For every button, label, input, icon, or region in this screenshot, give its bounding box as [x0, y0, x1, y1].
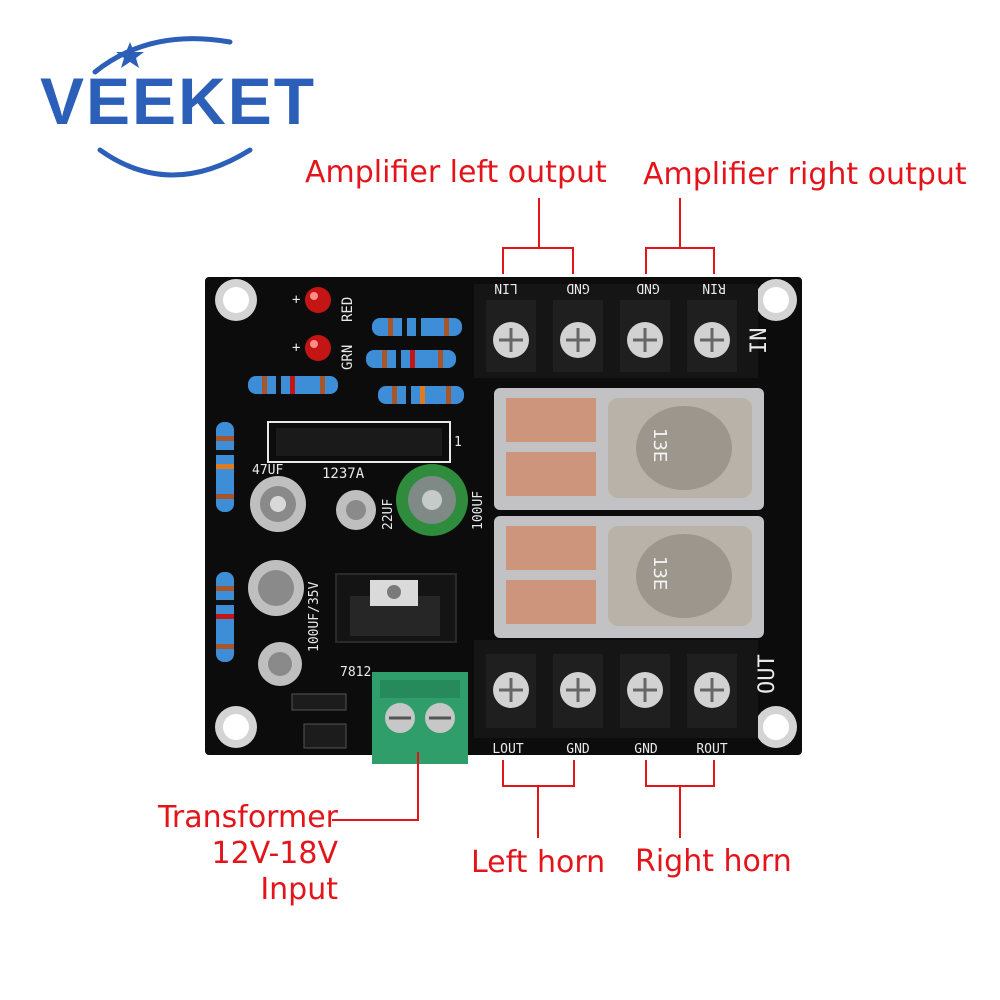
capacitor-label-22uf: 22UF	[381, 499, 396, 530]
resistor-icon	[216, 572, 234, 662]
power-terminal-block	[372, 672, 468, 764]
capacitor-label-100uf-35v: 100UF/35V	[307, 581, 322, 652]
brand-name: VEEKET	[40, 64, 317, 138]
input-header-label: IN	[747, 328, 772, 355]
capacitor-label-100uf: 100UF	[471, 491, 486, 530]
led-label-grn: GRN	[340, 345, 356, 370]
led-green-icon	[305, 335, 331, 361]
chip-pin-label: 1	[454, 435, 462, 450]
capacitor-icon	[250, 476, 306, 532]
capacitor-icon	[336, 490, 376, 530]
logo-star-icon	[116, 42, 144, 68]
chip-icon	[267, 421, 451, 463]
capacitor-icon	[248, 560, 304, 616]
logo-swoosh-icon	[92, 36, 253, 178]
led-label-red: RED	[340, 297, 356, 322]
label-transformer-input: Transformer 12V-18V Input	[128, 800, 338, 908]
brand-logo: VEEKET	[40, 68, 316, 134]
label-right-horn: Right horn	[635, 844, 792, 879]
capacitor-large-icon	[396, 464, 468, 536]
output-terminal-label-gnd: GND	[634, 742, 658, 757]
chip-label: 1237A	[322, 466, 365, 482]
screw-terminal-lin	[486, 300, 536, 372]
screw-terminal-rout	[687, 654, 737, 728]
resistor-icon	[216, 422, 234, 512]
output-terminal-block	[474, 640, 758, 738]
mounting-hole-icon	[215, 279, 797, 748]
led-red-icon	[305, 287, 331, 313]
relay-label: 13E	[649, 428, 670, 462]
output-terminal-label-gnd: GND	[566, 742, 590, 757]
resistor-icon	[378, 386, 464, 404]
label-transformer-line1: Transformer	[157, 800, 338, 835]
diode-icon	[291, 693, 347, 711]
screw-terminal-gnd	[553, 654, 603, 728]
heatsink-icon	[335, 573, 457, 643]
callout-lines	[332, 198, 715, 838]
input-terminal-label-rin: RIN	[702, 280, 725, 295]
diode-icon	[303, 723, 347, 749]
svg-text:+: +	[292, 292, 300, 308]
svg-text:+: +	[292, 340, 300, 356]
resistor-icon	[366, 350, 456, 368]
output-terminal-label-lout: LOUT	[492, 742, 523, 757]
screw-terminal-rin	[687, 300, 737, 372]
relay-icon	[494, 388, 764, 510]
output-header-label: OUT	[755, 654, 780, 694]
screw-terminal-gnd	[620, 654, 670, 728]
resistor-icon	[372, 318, 462, 336]
output-terminal-label-rout: ROUT	[696, 742, 727, 757]
pcb-board: + + GRN RED	[205, 277, 802, 764]
capacitor-label-47uf: 47UF	[252, 463, 283, 478]
label-amp-left-output: Amplifier left output	[305, 155, 607, 190]
input-terminal-block	[474, 284, 758, 378]
input-terminal-label-gnd: GND	[566, 280, 590, 295]
screw-terminal-gnd	[620, 300, 670, 372]
relay-label: 13E	[649, 556, 670, 590]
label-transformer-line2: 12V-18V Input	[211, 836, 338, 907]
screw-terminal-lout	[486, 654, 536, 728]
screw-terminal-gnd	[553, 300, 603, 372]
capacitor-icon	[258, 642, 302, 686]
input-terminal-label-lin: LIN	[494, 280, 517, 295]
relay-icon	[494, 516, 764, 638]
resistor-icon	[248, 376, 338, 394]
regulator-label: 7812	[340, 665, 371, 680]
label-amp-right-output: Amplifier right output	[643, 157, 967, 192]
label-left-horn: Left horn	[471, 845, 606, 880]
input-terminal-label-gnd: GND	[636, 280, 660, 295]
